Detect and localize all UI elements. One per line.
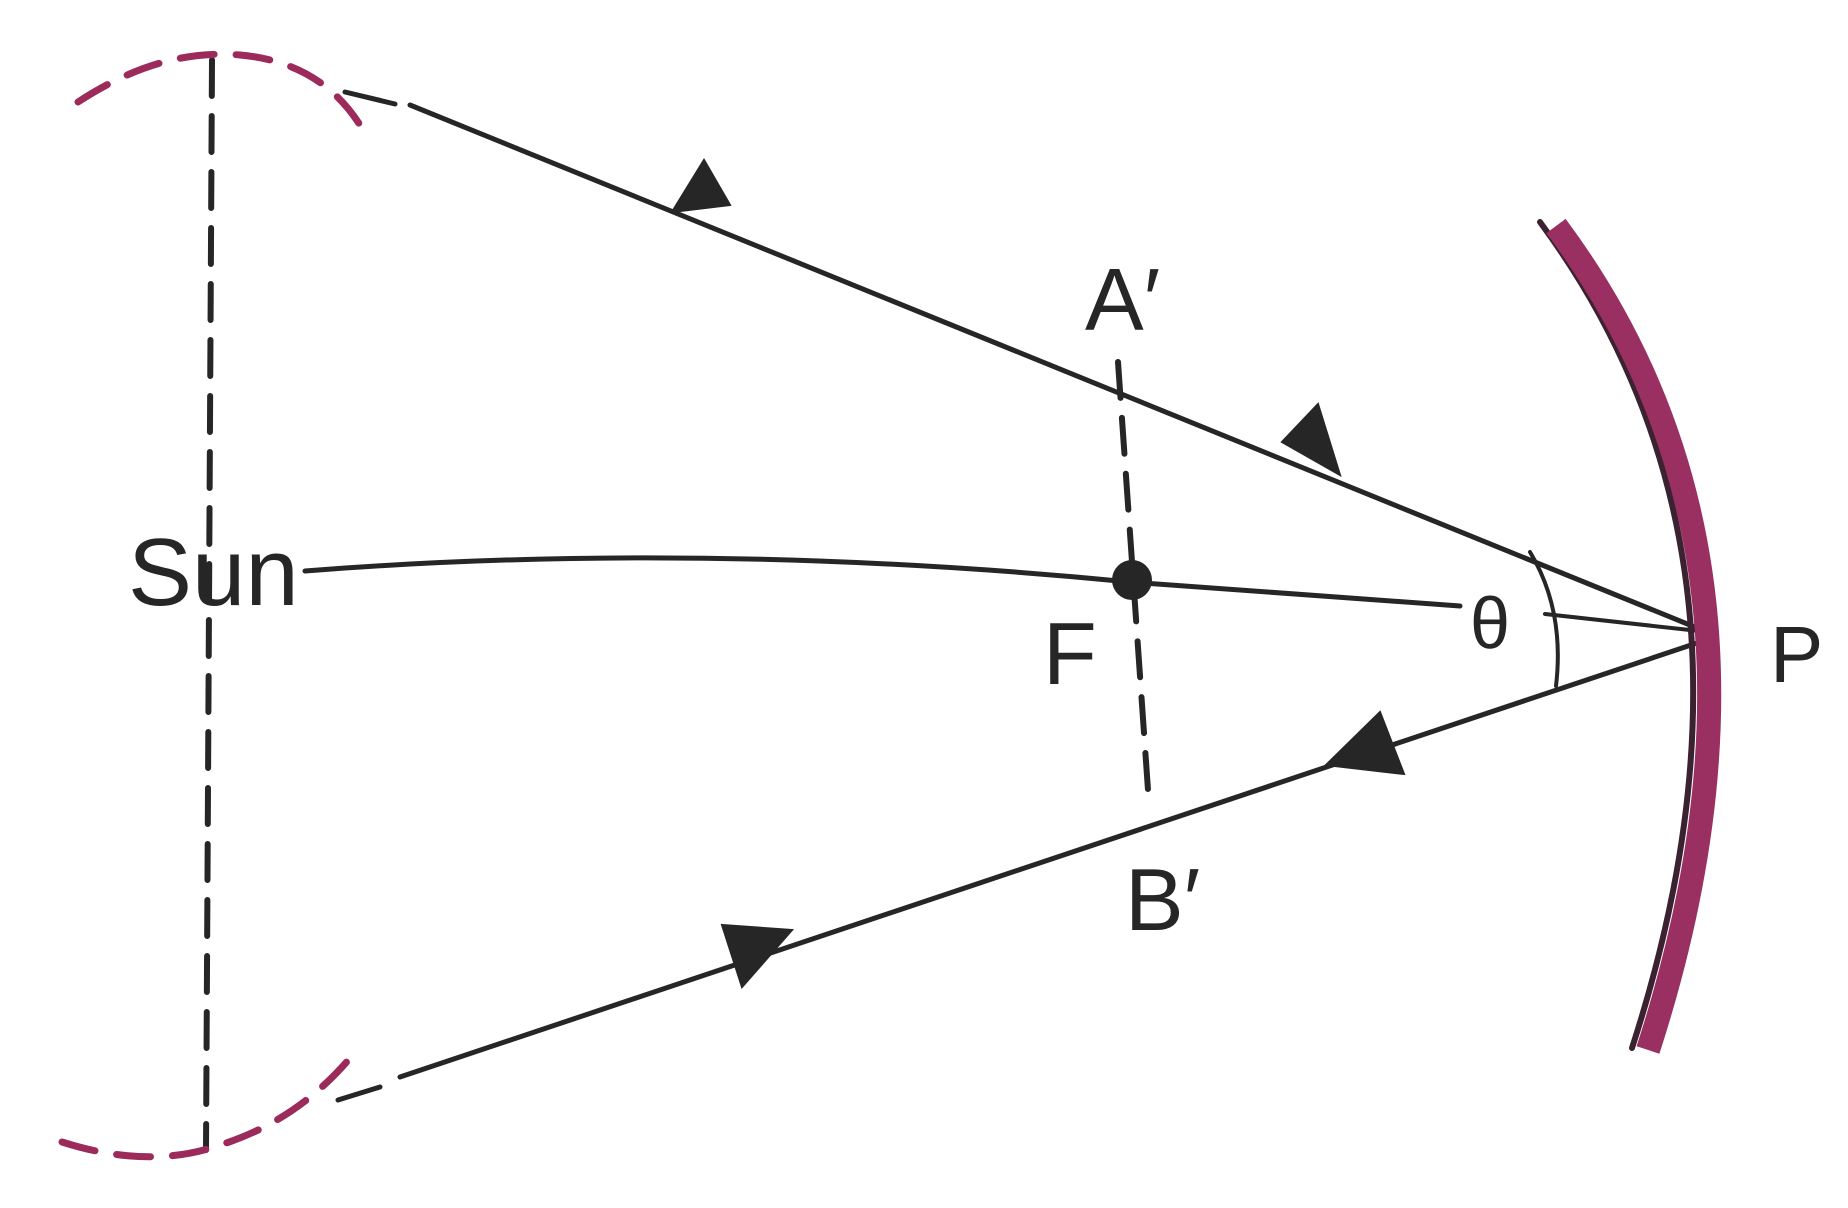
angle-theta-arc [1528, 550, 1560, 688]
label-focus: F [1043, 604, 1097, 703]
arrowhead-top-incident [670, 158, 732, 214]
concave-mirror [1546, 218, 1722, 1054]
arrowhead-top-reflected [1280, 402, 1342, 478]
bottom-ray-incident [335, 1084, 383, 1103]
concave-mirror-edge [1537, 219, 1697, 1051]
label-image-top: A′ [1085, 250, 1160, 349]
label-image-bottom: B′ [1125, 850, 1200, 949]
sun-outline-top [74, 50, 364, 129]
top-ray [407, 102, 1715, 637]
axis-segment-near-mirror [1543, 612, 1710, 634]
label-sun: Sun [128, 519, 299, 626]
principal-axis [302, 555, 1463, 609]
sun-diameter-line [203, 57, 215, 1153]
label-angle-theta: θ [1470, 584, 1510, 664]
bottom-ray [397, 635, 1715, 1080]
focus-point [1112, 560, 1152, 600]
arrowhead-bottom-incident [720, 923, 795, 989]
arrowhead-bottom-reflected [1323, 710, 1406, 776]
image-line-a-b [1115, 359, 1151, 793]
top-ray-incident [342, 89, 398, 107]
sun-outline-bottom [58, 1048, 359, 1161]
label-pole: P [1770, 610, 1823, 699]
